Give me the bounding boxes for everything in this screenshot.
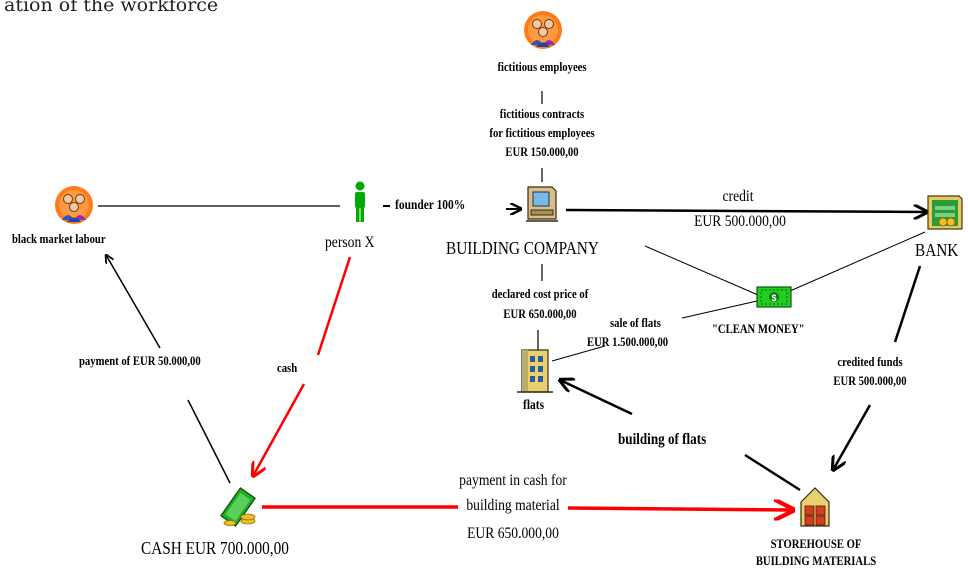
edge-sale-label-line2: EUR 1.500.000,00 <box>587 334 669 349</box>
bank-money-icon <box>927 195 963 230</box>
edge-bank-storehouse-top <box>893 265 922 343</box>
edge-payment-cash-label-line2: building material <box>466 497 560 514</box>
storehouse-icon <box>800 487 830 527</box>
edge-cash-labour-upper <box>106 255 161 349</box>
edge-sale-flats <box>551 345 606 362</box>
node-bank-label: BANK <box>915 240 959 260</box>
edge-credit-label-line2: EUR 500.000,00 <box>694 213 786 230</box>
edge-bank-storehouse-bottom <box>833 404 872 470</box>
edge-sale-label-line1: sale of flats <box>610 315 661 330</box>
edge-cash-label: cash <box>277 360 298 375</box>
node-storehouse-label-line1: STOREHOUSE OF <box>770 536 862 551</box>
edge-person-cash-upper <box>316 256 352 356</box>
edge-payment-labour-label: payment of EUR 50.000,00 <box>79 353 201 368</box>
group-people-icon <box>55 186 93 224</box>
edge-building-flats-label: building of flats <box>618 431 707 448</box>
edge-store-flats-lower <box>744 453 801 492</box>
edge-bank-cleanmoney <box>789 231 926 292</box>
edge-credit <box>565 210 927 212</box>
node-building-company-label: BUILDING COMPANY <box>446 238 599 258</box>
node-cash-label: CASH EUR 700.000,00 <box>141 538 289 558</box>
node-flats-label: flats <box>523 398 545 413</box>
edge-cash-labour-lower <box>187 399 231 484</box>
node-fictitious-employees-label: fictitious employees <box>497 59 587 74</box>
edge-payment-cash-label-line1: payment in cash for <box>459 472 567 489</box>
node-storehouse-label-line2: BUILDING MATERIALS <box>755 553 877 568</box>
caption-fragment: ation of the workforce <box>4 0 219 16</box>
edge-cleanmoney-sale <box>681 300 758 319</box>
edge-founder-label: founder 100% <box>395 198 466 213</box>
node-person-x-label: person X <box>325 234 375 251</box>
edge-declared-label-line2: EUR 650.000,00 <box>503 306 577 321</box>
edge-credit-label-line1: credit <box>722 188 754 205</box>
group-people-icon <box>524 11 562 49</box>
edge-contracts-label-line3: EUR 150.000,00 <box>505 144 579 159</box>
edge-company-cleanmoney <box>644 245 759 296</box>
edge-store-flats-upper <box>560 380 633 416</box>
edge-contracts-label-line2: for fictitious employees <box>489 125 595 140</box>
edge-credited-label-line2: EUR 500.000,00 <box>833 373 907 388</box>
banknote-icon: $ <box>756 286 792 308</box>
person-icon <box>355 181 365 222</box>
apartment-building-icon <box>517 349 553 393</box>
node-black-market-labour-label: black market labour <box>12 231 106 246</box>
computer-office-icon <box>526 186 558 222</box>
edge-payment-cash-label-line3: EUR 650.000,00 <box>467 525 559 542</box>
svg-text:$: $ <box>771 293 776 303</box>
edge-contracts-label-line1: fictitious contracts <box>499 106 585 121</box>
edge-declared-label-line1: declared cost price of <box>491 286 589 301</box>
edge-person-cash-lower <box>253 383 306 476</box>
edge-credited-label-line1: credited funds <box>837 354 903 369</box>
cash-money-icon <box>220 487 256 527</box>
node-clean-money-label: "CLEAN MONEY" <box>712 321 805 336</box>
edge-cash-store-right <box>567 508 793 510</box>
